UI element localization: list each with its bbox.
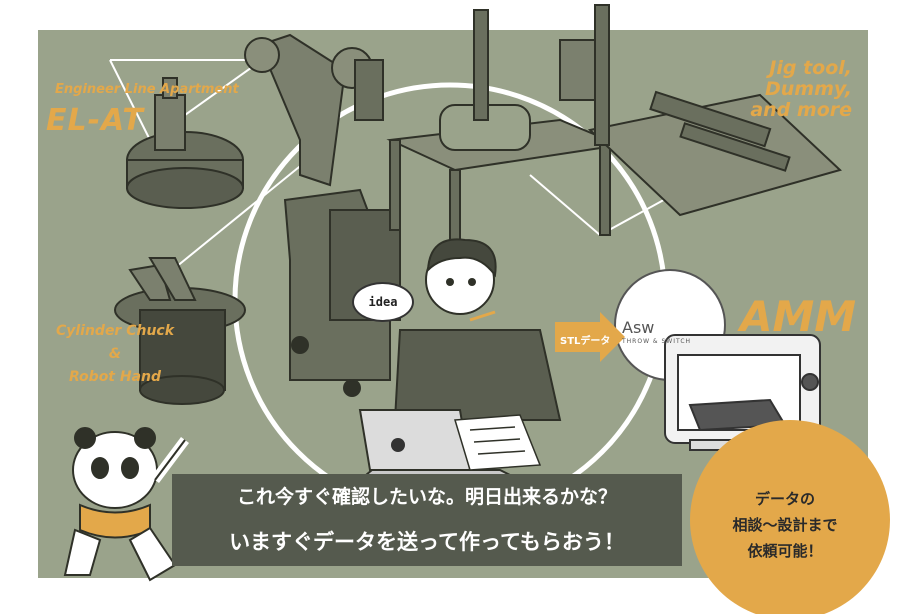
document-paper [454,414,542,471]
el-at-chuck [126,77,244,209]
cylinder-chuck [114,257,246,405]
cylinder-chuck-label: Cylinder Chuck & Robot Hand [55,323,175,385]
panda-mascot [63,427,189,582]
stl-data-label: STLデータ [560,336,611,347]
badge-circle [690,420,890,614]
service-badge-text: データの 相談〜設計まで 依頼可能！ [732,490,838,560]
idea-text: idea [368,295,398,309]
banner-line-1: これ今すぐ確認したいな。明日出来るかな？ [236,486,617,508]
el-at-label: EL-AT [46,103,144,138]
idea-speech-bubble: idea [352,282,414,322]
display-case [664,334,821,451]
engineer-line-label: Engineer Line Apartment [55,82,239,97]
message-banner [172,474,682,566]
jig-plate [559,4,842,217]
engineer-figure [393,238,562,421]
banner-line-2: いますぐデータを送って作ってもらおう！ [229,530,625,554]
amm-label: AMM [740,292,857,341]
asw-logo-text: Asw [622,318,655,337]
stl-arrow [555,312,625,362]
asw-subtitle: THROW & SWITCH [622,338,692,345]
robot-arm [244,33,401,397]
jig-tool-label: Jig tool, Dummy, and more [750,57,852,121]
